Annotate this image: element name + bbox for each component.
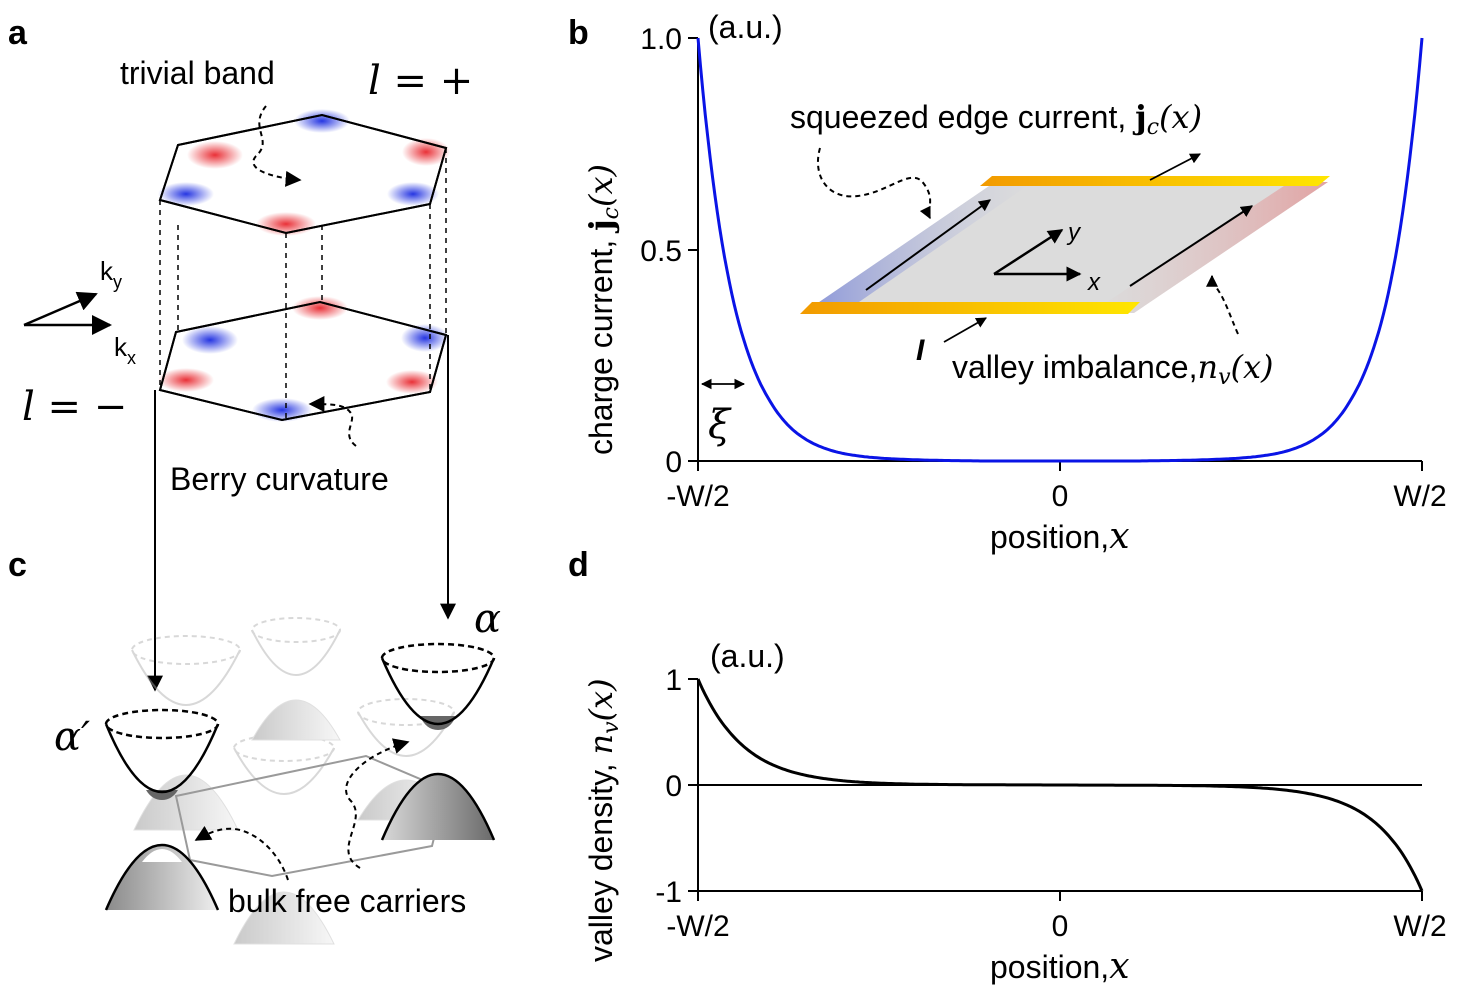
kx-label: kx bbox=[114, 332, 136, 368]
b-curve-charge-current bbox=[696, 37, 1424, 463]
valley-alpha-prime bbox=[104, 708, 220, 911]
b-inset-edge-arrow bbox=[817, 147, 932, 220]
panel-d-units: (a.u.) bbox=[710, 638, 785, 674]
panel-d: d (a.u.) 1 0 -1 -W/2 0 W/2 valley densit… bbox=[568, 546, 1447, 987]
d-xtick-left: -W/2 bbox=[666, 910, 729, 943]
d-ticks bbox=[688, 678, 1423, 901]
d-curve-valley-density bbox=[696, 678, 1424, 892]
l-minus-label: l = − bbox=[22, 384, 127, 430]
berry-curvature-arrow bbox=[308, 396, 357, 447]
b-inset-current-in-arrow bbox=[943, 317, 987, 343]
b-inset-device: x y I bbox=[800, 147, 1330, 367]
b-inset-y-axis bbox=[993, 228, 1064, 276]
b-inset-top-contact bbox=[980, 176, 1330, 186]
b-ytick-0: 0 bbox=[665, 446, 682, 479]
b-inset-current-out-arrow bbox=[1149, 153, 1201, 181]
b-inset-left-edge-arrow bbox=[865, 199, 991, 291]
panel-c: c bbox=[8, 546, 501, 945]
b-ytick-05: 0.5 bbox=[640, 235, 682, 268]
b-xtick-mid: 0 bbox=[1052, 480, 1069, 513]
panel-a: a bbox=[8, 14, 473, 692]
b-inset-valley-arrow bbox=[1206, 274, 1239, 335]
k-axes: ky kx bbox=[23, 256, 136, 368]
l-plus-label: l = + bbox=[368, 58, 473, 104]
d-xtick-mid: 0 bbox=[1052, 910, 1069, 943]
panel-b-units: (a.u.) bbox=[708, 9, 783, 45]
d-xlabel: position,x bbox=[990, 946, 1130, 987]
b-inset-I-label: I bbox=[916, 334, 925, 367]
panel-d-letter: d bbox=[568, 546, 589, 584]
hexagon-upper bbox=[158, 109, 450, 236]
b-inset-bottom-contact bbox=[800, 302, 1140, 314]
b-ytick-1: 1.0 bbox=[640, 23, 682, 56]
d-ylabel: valley density, nv(x) bbox=[582, 678, 624, 962]
b-xtick-right: W/2 bbox=[1393, 480, 1446, 513]
xi-label: ξ bbox=[708, 402, 732, 448]
b-ylabel: charge current, jc(x) bbox=[582, 164, 624, 455]
trivial-band-label: trivial band bbox=[120, 55, 275, 91]
alpha-prime-label: α′ bbox=[54, 714, 90, 760]
valley-alpha bbox=[380, 642, 496, 841]
b-inset-right-edge-arrow bbox=[1129, 205, 1254, 287]
carrier-arrow-right bbox=[345, 738, 410, 869]
b-ticks bbox=[688, 37, 1423, 471]
berry-curvature-label: Berry curvature bbox=[170, 461, 389, 497]
ky-label: ky bbox=[100, 256, 122, 292]
panel-b: b (a.u.) 1.0 0.5 0 -W/2 0 W/2 charge cur… bbox=[568, 9, 1447, 557]
d-ytick-1: 1 bbox=[665, 664, 682, 697]
carrier-arrow-left bbox=[194, 825, 289, 881]
trivial-band-arrow bbox=[252, 105, 302, 187]
b-xtick-left: -W/2 bbox=[666, 480, 729, 513]
panel-b-letter: b bbox=[568, 14, 589, 52]
d-xtick-right: W/2 bbox=[1393, 910, 1446, 943]
d-ytick-m1: -1 bbox=[655, 876, 682, 909]
panel-a-letter: a bbox=[8, 14, 28, 52]
panel-c-letter: c bbox=[8, 546, 27, 584]
d-ytick-0: 0 bbox=[665, 770, 682, 803]
b-inset-edge-label: squeezed edge current, jc(x) bbox=[790, 98, 1202, 140]
hexagon-lower bbox=[158, 296, 449, 422]
b-inset-valley-label: valley imbalance,nv(x) bbox=[952, 348, 1274, 390]
hexagon-connectors bbox=[159, 148, 447, 420]
b-xlabel: position,x bbox=[990, 516, 1130, 557]
b-inset-y-label: y bbox=[1066, 219, 1082, 246]
alpha-label: α bbox=[474, 596, 501, 642]
bulk-carriers-label: bulk free carriers bbox=[228, 883, 466, 919]
b-inset-x-label: x bbox=[1087, 269, 1101, 296]
